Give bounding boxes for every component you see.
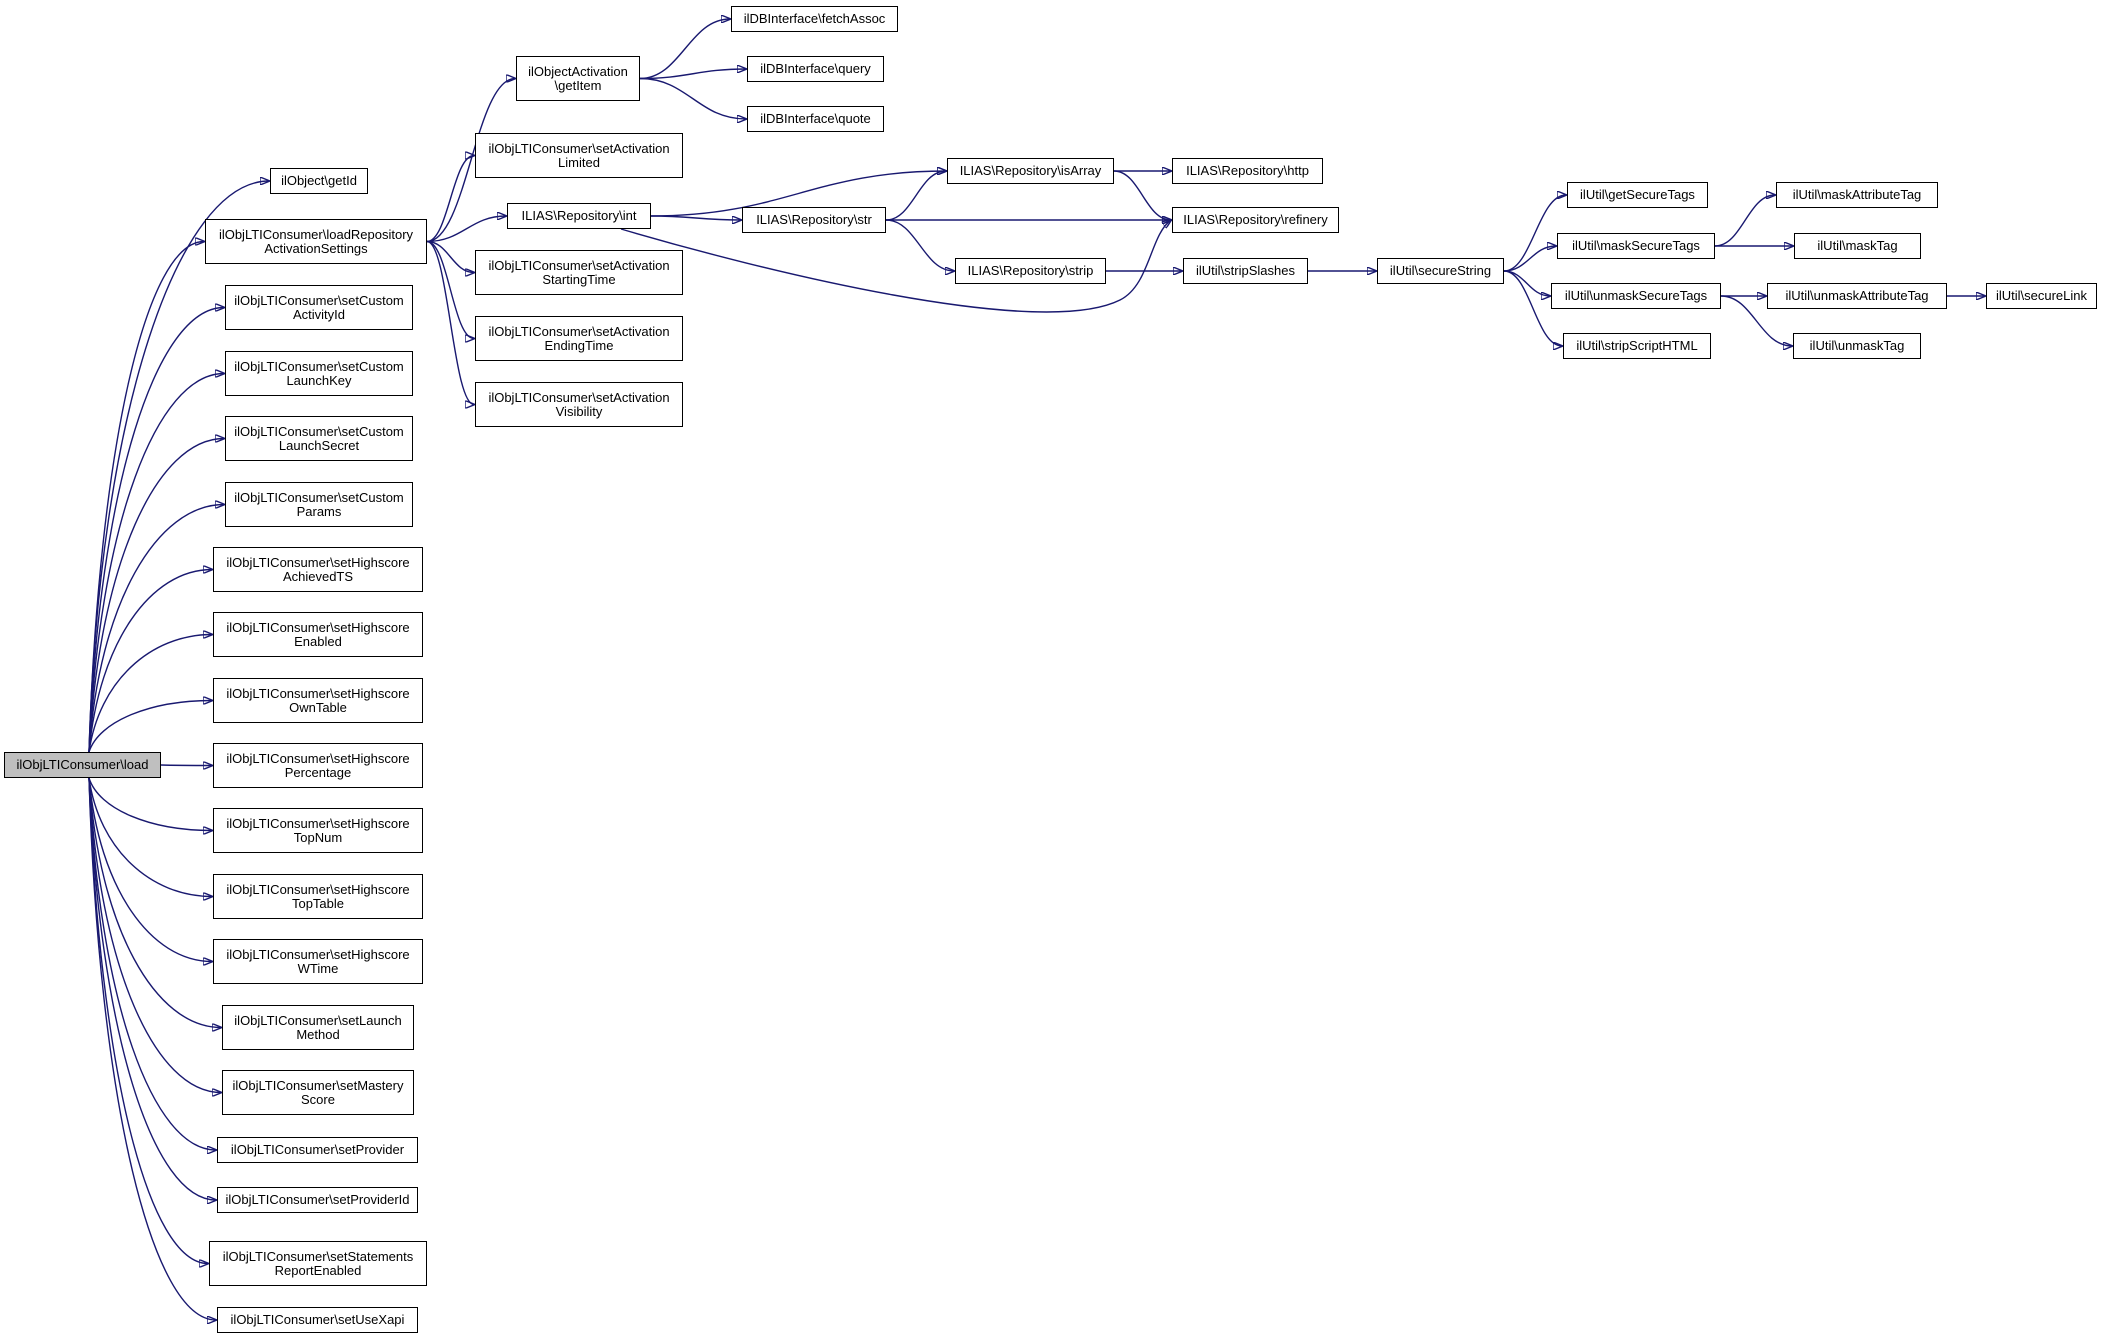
edge-load-setCustomLaunchKey: [88, 374, 224, 753]
edge-isArray-refinery: [1113, 170, 1171, 220]
edge-repoInt-refinery: [620, 220, 1171, 313]
node-get-id[interactable]: ilObject\getId: [270, 168, 368, 194]
edge-load-setHighscoreTopTable: [88, 777, 212, 897]
node-strip-slashes[interactable]: ilUtil\stripSlashes: [1183, 258, 1308, 284]
node-load[interactable]: ilObjLTIConsumer\load: [4, 752, 161, 778]
edge-loadRepo-setActivationStartingTime: [426, 240, 474, 273]
node-unmask-tag[interactable]: ilUtil\unmaskTag: [1793, 333, 1921, 359]
edge-load-setHighscoreTopNum: [88, 777, 212, 831]
edge-load-setProvider: [88, 777, 216, 1150]
node-repo-str[interactable]: ILIAS\Repository\str: [742, 207, 886, 233]
edge-load-setMasteryScore: [88, 777, 221, 1093]
edge-load-setHighscoreAchievedTS: [88, 570, 212, 753]
edge-load-setLaunchMethod: [88, 777, 221, 1028]
node-set-custom-params[interactable]: ilObjLTIConsumer\setCustom Params: [225, 482, 413, 527]
node-get-secure-tags[interactable]: ilUtil\getSecureTags: [1567, 182, 1708, 208]
edge-load-loadRepo: [88, 242, 204, 753]
node-set-highscore-top-table[interactable]: ilObjLTIConsumer\setHighscore TopTable: [213, 874, 423, 919]
node-set-statements-report-enabled[interactable]: ilObjLTIConsumer\setStatements ReportEna…: [209, 1241, 427, 1286]
node-set-activation-ending-time[interactable]: ilObjLTIConsumer\setActivation EndingTim…: [475, 316, 683, 361]
edge-load-setCustomActivityId: [88, 308, 224, 753]
node-set-custom-launch-key[interactable]: ilObjLTIConsumer\setCustom LaunchKey: [225, 351, 413, 396]
edge-load-setHighscorePercentage: [160, 765, 212, 766]
node-set-launch-method[interactable]: ilObjLTIConsumer\setLaunch Method: [222, 1005, 414, 1050]
edge-load-getId: [88, 181, 269, 753]
node-set-highscore-wtime[interactable]: ilObjLTIConsumer\setHighscore WTime: [213, 939, 423, 984]
node-repo-int[interactable]: ILIAS\Repository\int: [507, 203, 651, 229]
edge-load-setProviderId: [88, 777, 216, 1200]
node-set-custom-launch-secret[interactable]: ilObjLTIConsumer\setCustom LaunchSecret: [225, 416, 413, 461]
node-fetch-assoc[interactable]: ilDBInterface\fetchAssoc: [731, 6, 898, 32]
node-get-item[interactable]: ilObjectActivation \getItem: [516, 56, 640, 101]
edge-load-setHighscoreEnabled: [88, 635, 212, 753]
node-repo-http[interactable]: ILIAS\Repository\http: [1172, 158, 1323, 184]
edge-getItem-query: [639, 69, 746, 80]
node-secure-link[interactable]: ilUtil\secureLink: [1986, 283, 2097, 309]
node-set-activation-starting-time[interactable]: ilObjLTIConsumer\setActivation StartingT…: [475, 250, 683, 295]
node-set-highscore-achieved-ts[interactable]: ilObjLTIConsumer\setHighscore AchievedTS: [213, 547, 423, 592]
edge-load-setCustomParams: [88, 505, 224, 753]
edge-loadRepo-setActivationLimited: [426, 156, 474, 243]
edge-secureString-stripScriptHTML: [1503, 270, 1562, 346]
node-strip-script-html[interactable]: ilUtil\stripScriptHTML: [1563, 333, 1711, 359]
edge-load-setCustomLaunchSecret: [88, 439, 224, 753]
node-set-highscore-enabled[interactable]: ilObjLTIConsumer\setHighscore Enabled: [213, 612, 423, 657]
node-query[interactable]: ilDBInterface\query: [747, 56, 884, 82]
node-mask-tag[interactable]: ilUtil\maskTag: [1794, 233, 1921, 259]
node-load-repo[interactable]: ilObjLTIConsumer\loadRepository Activati…: [205, 219, 427, 264]
node-mask-attribute-tag[interactable]: ilUtil\maskAttributeTag: [1776, 182, 1938, 208]
node-mask-secure-tags[interactable]: ilUtil\maskSecureTags: [1557, 233, 1715, 259]
node-set-mastery-score[interactable]: ilObjLTIConsumer\setMastery Score: [222, 1070, 414, 1115]
node-secure-string[interactable]: ilUtil\secureString: [1377, 258, 1504, 284]
edge-load-setHighscoreWTime: [88, 777, 212, 962]
edge-secureString-getSecureTags: [1503, 195, 1566, 272]
edge-load-setUseXapi: [88, 777, 216, 1320]
edge-repoStr-repoStrip: [885, 219, 954, 271]
node-set-provider[interactable]: ilObjLTIConsumer\setProvider: [217, 1137, 418, 1163]
node-set-highscore-percentage[interactable]: ilObjLTIConsumer\setHighscore Percentage: [213, 743, 423, 788]
edge-secureString-unmaskSecureTags: [1503, 270, 1550, 296]
edge-loadRepo-repoInt: [426, 216, 506, 243]
edge-getItem-fetchAssoc: [639, 19, 730, 80]
node-set-provider-id[interactable]: ilObjLTIConsumer\setProviderId: [217, 1187, 418, 1213]
edge-loadRepo-getItem: [426, 79, 515, 243]
edge-load-setStatementsReportEnabled: [88, 777, 208, 1264]
node-set-highscore-top-num[interactable]: ilObjLTIConsumer\setHighscore TopNum: [213, 808, 423, 853]
node-refinery[interactable]: ILIAS\Repository\refinery: [1172, 207, 1339, 233]
node-set-activation-limited[interactable]: ilObjLTIConsumer\setActivation Limited: [475, 133, 683, 178]
node-set-use-xapi[interactable]: ilObjLTIConsumer\setUseXapi: [217, 1307, 418, 1333]
edge-loadRepo-setActivationVisibility: [426, 240, 474, 405]
node-unmask-attribute-tag[interactable]: ilUtil\unmaskAttributeTag: [1767, 283, 1947, 309]
node-quote[interactable]: ilDBInterface\quote: [747, 106, 884, 132]
node-set-custom-activity-id[interactable]: ilObjLTIConsumer\setCustom ActivityId: [225, 285, 413, 330]
edge-unmaskSecureTags-unmaskTag: [1720, 295, 1792, 346]
edge-getItem-quote: [639, 77, 746, 120]
node-unmask-secure-tags[interactable]: ilUtil\unmaskSecureTags: [1551, 283, 1721, 309]
edge-secureString-maskSecureTags: [1503, 246, 1556, 272]
edge-load-setHighscoreOwnTable: [88, 701, 212, 753]
edge-repoInt-isArray: [650, 171, 946, 217]
edge-repoInt-repoStr: [650, 215, 741, 220]
node-set-activation-visibility[interactable]: ilObjLTIConsumer\setActivation Visibilit…: [475, 382, 683, 427]
edge-repoStr-isArray: [885, 171, 946, 221]
node-is-array[interactable]: ILIAS\Repository\isArray: [947, 158, 1114, 184]
edge-maskSecureTags-maskAttributeTag: [1714, 195, 1775, 247]
node-repo-strip[interactable]: ILIAS\Repository\strip: [955, 258, 1106, 284]
edge-loadRepo-setActivationEndingTime: [426, 240, 474, 339]
node-set-highscore-own-table[interactable]: ilObjLTIConsumer\setHighscore OwnTable: [213, 678, 423, 723]
